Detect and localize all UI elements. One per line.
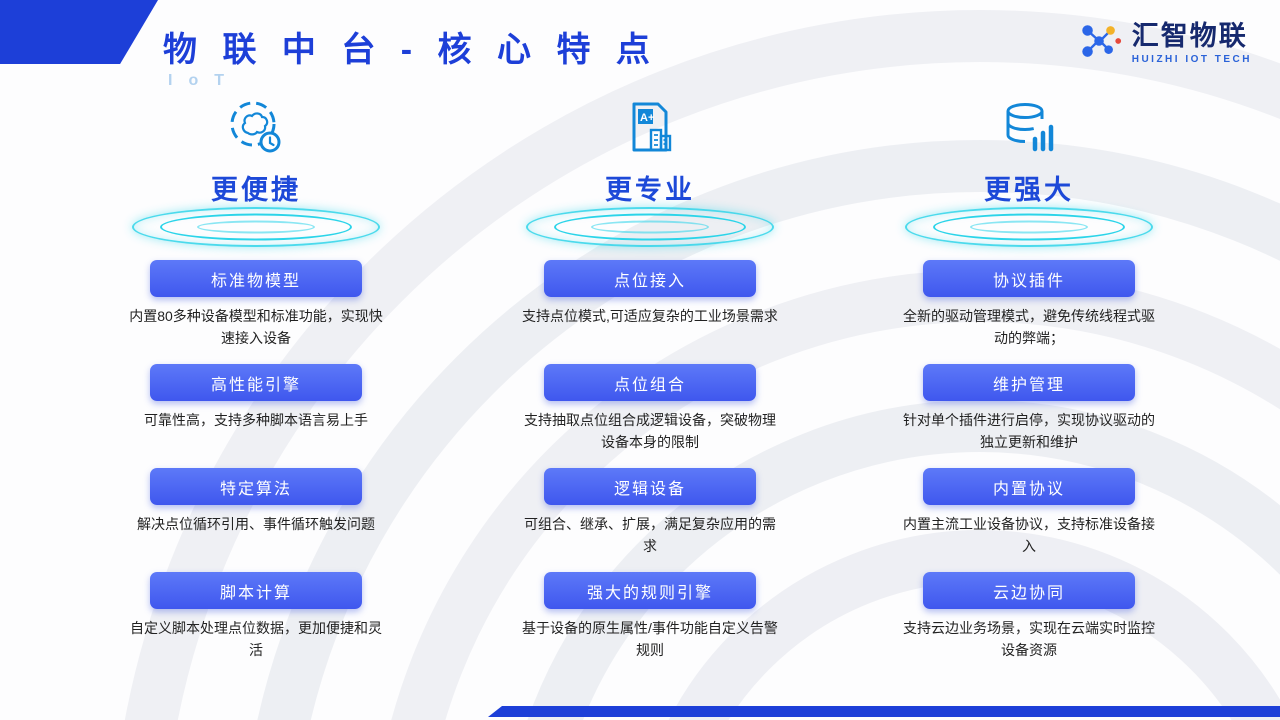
page-subtitle: IoT bbox=[168, 72, 240, 89]
database-analytics-icon bbox=[997, 96, 1061, 160]
feature-tag: 强大的规则引擎 bbox=[544, 572, 756, 609]
feature-tag: 云边协同 bbox=[923, 572, 1135, 609]
feature-item: 协议插件 全新的驱动管理模式，避免传统线程式驱动的弊端； bbox=[898, 260, 1160, 364]
feature-desc: 支持云边业务场景，实现在云端实时监控设备资源 bbox=[903, 620, 1155, 658]
feature-item: 云边协同 支持云边业务场景，实现在云端实时监控设备资源 bbox=[898, 572, 1160, 676]
halo-ring bbox=[554, 213, 746, 241]
feature-list: 标准物模型 内置80多种设备模型和标准功能，实现快速接入设备 高性能引擎 可靠性… bbox=[125, 260, 387, 676]
company-logo: 汇智物联 HUIZHI IOT TECH bbox=[1077, 18, 1252, 69]
page-title: 物 联 中 台 - 核 心 特 点 bbox=[163, 31, 658, 69]
halo-ring bbox=[197, 220, 315, 234]
column-heading: 更便捷 bbox=[211, 175, 301, 205]
logo-tagline: HUIZHI IOT TECH bbox=[1131, 54, 1252, 66]
column-header: 更专业 bbox=[511, 166, 789, 247]
feature-item: 高性能引擎 可靠性高，支持多种脚本语言易上手 bbox=[125, 364, 387, 468]
feature-column-powerful: 更强大 协议插件 全新的驱动管理模式，避免传统线程式驱动的弊端； 维护管理 针对… bbox=[890, 96, 1168, 676]
feature-tag: 维护管理 bbox=[923, 364, 1135, 401]
feature-desc: 可靠性高，支持多种脚本语言易上手 bbox=[144, 412, 368, 428]
heading-halo bbox=[904, 206, 1154, 248]
feature-desc: 基于设备的原生属性/事件功能自定义告警规则 bbox=[522, 620, 778, 658]
feature-tag: 内置协议 bbox=[923, 468, 1135, 505]
feature-desc: 解决点位循环引用、事件循环触发问题 bbox=[137, 516, 375, 532]
feature-list: 协议插件 全新的驱动管理模式，避免传统线程式驱动的弊端； 维护管理 针对单个插件… bbox=[898, 260, 1160, 676]
feature-desc: 自定义脚本处理点位数据，更加便捷和灵活 bbox=[130, 620, 382, 658]
feature-desc: 支持抽取点位组合成逻辑设备，突破物理设备本身的限制 bbox=[524, 412, 776, 450]
halo-ring bbox=[591, 220, 709, 234]
smart-document-icon: A+ bbox=[618, 96, 682, 160]
feature-tag: 逻辑设备 bbox=[544, 468, 756, 505]
feature-item: 维护管理 针对单个插件进行启停，实现协议驱动的独立更新和维护 bbox=[898, 364, 1160, 468]
feature-tag: 特定算法 bbox=[150, 468, 362, 505]
feature-tag: 点位组合 bbox=[544, 364, 756, 401]
feature-desc: 可组合、继承、扩展，满足复杂应用的需求 bbox=[524, 516, 776, 554]
feature-item: 点位组合 支持抽取点位组合成逻辑设备，突破物理设备本身的限制 bbox=[519, 364, 781, 468]
feature-desc: 内置80多种设备模型和标准功能，实现快速接入设备 bbox=[129, 308, 383, 346]
column-heading: 更专业 bbox=[605, 175, 695, 205]
brain-algorithm-icon bbox=[224, 96, 288, 160]
halo-ring bbox=[526, 207, 774, 247]
feature-item: 脚本计算 自定义脚本处理点位数据，更加便捷和灵活 bbox=[125, 572, 387, 676]
column-header: 更强大 bbox=[890, 166, 1168, 247]
feature-desc: 全新的驱动管理模式，避免传统线程式驱动的弊端； bbox=[903, 308, 1155, 346]
feature-tag: 协议插件 bbox=[923, 260, 1135, 297]
svg-text:A+: A+ bbox=[640, 112, 654, 124]
halo-ring bbox=[970, 220, 1088, 234]
feature-item: 内置协议 内置主流工业设备协议，支持标准设备接入 bbox=[898, 468, 1160, 572]
feature-desc: 针对单个插件进行启停，实现协议驱动的独立更新和维护 bbox=[903, 412, 1155, 450]
feature-item: 标准物模型 内置80多种设备模型和标准功能，实现快速接入设备 bbox=[125, 260, 387, 364]
logo-name: 汇智物联 bbox=[1131, 20, 1248, 51]
feature-tag: 点位接入 bbox=[544, 260, 756, 297]
heading-halo bbox=[131, 206, 381, 248]
feature-tag: 脚本计算 bbox=[150, 572, 362, 609]
feature-desc: 内置主流工业设备协议，支持标准设备接入 bbox=[903, 516, 1155, 554]
feature-tag: 标准物模型 bbox=[150, 260, 362, 297]
feature-column-professional: A+ 更专业 点位接入 支持点位模式,可适应复杂的工业场景需求 点位组合 支持抽… bbox=[511, 96, 789, 676]
halo-ring bbox=[132, 207, 380, 247]
bottom-accent-strip bbox=[488, 706, 1280, 717]
feature-tag: 高性能引擎 bbox=[150, 364, 362, 401]
logo-network-icon bbox=[1077, 18, 1123, 69]
halo-ring bbox=[905, 207, 1153, 247]
feature-item: 强大的规则引擎 基于设备的原生属性/事件功能自定义告警规则 bbox=[519, 572, 781, 676]
heading-halo bbox=[525, 206, 775, 248]
feature-desc: 支持点位模式,可适应复杂的工业场景需求 bbox=[522, 308, 778, 324]
feature-item: 特定算法 解决点位循环引用、事件循环触发问题 bbox=[125, 468, 387, 572]
halo-ring bbox=[933, 213, 1125, 241]
feature-column-convenient: 更便捷 标准物模型 内置80多种设备模型和标准功能，实现快速接入设备 高性能引擎… bbox=[117, 96, 395, 676]
halo-ring bbox=[160, 213, 352, 241]
column-heading: 更强大 bbox=[984, 175, 1074, 205]
feature-list: 点位接入 支持点位模式,可适应复杂的工业场景需求 点位组合 支持抽取点位组合成逻… bbox=[519, 260, 781, 676]
column-header: 更便捷 bbox=[117, 166, 395, 247]
feature-item: 逻辑设备 可组合、继承、扩展，满足复杂应用的需求 bbox=[519, 468, 781, 572]
feature-item: 点位接入 支持点位模式,可适应复杂的工业场景需求 bbox=[519, 260, 781, 364]
